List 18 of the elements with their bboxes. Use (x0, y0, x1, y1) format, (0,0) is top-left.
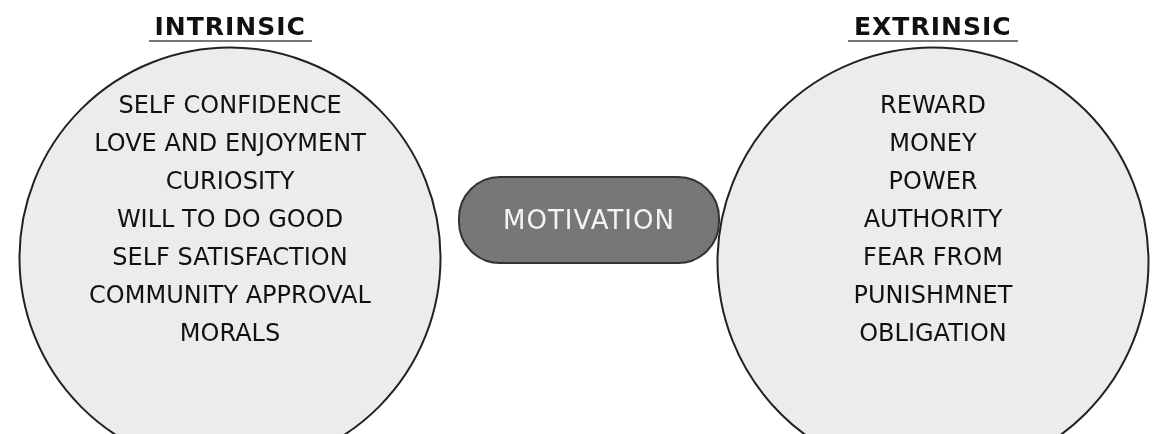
list-item: MORALS (178, 318, 282, 348)
topic-pill (458, 176, 720, 264)
circle-heading: INTRINSIC (148, 14, 312, 42)
list-item: PUNISHMNET (852, 280, 1014, 310)
list-item: MONEY (888, 128, 978, 158)
list-item: REWARD (879, 90, 987, 120)
list-item: OBLIGATION (858, 318, 1008, 348)
list-item: AUTHORITY (862, 204, 1004, 234)
circle-heading: EXTRINSIC (848, 14, 1018, 42)
list-item: POWER (887, 166, 979, 196)
list-item: COMMUNITY APPROVAL (88, 280, 372, 310)
list-item: SELF CONFIDENCE (117, 90, 343, 120)
list-item: WILL TO DO GOOD (115, 204, 345, 234)
list-item: LOVE AND ENJOYMENT (93, 128, 367, 158)
topic-label: MOTIVATION (503, 205, 675, 235)
list-item: CURIOSITY (164, 166, 296, 196)
list-item: FEAR FROM (862, 242, 1004, 272)
list-item: SELF SATISFACTION (111, 242, 349, 272)
